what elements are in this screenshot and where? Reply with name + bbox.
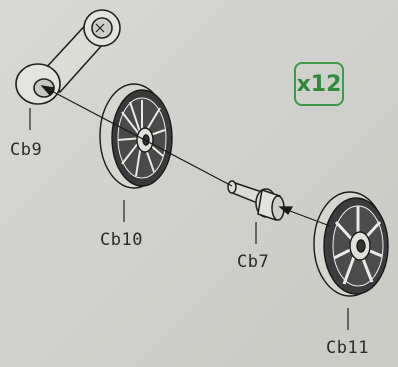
cb7-axle-part (227, 180, 285, 221)
label-leaders (29, 108, 349, 330)
label-cb11: Cb11 (326, 338, 369, 358)
quantity-badge: x12 (294, 62, 344, 106)
label-cb7: Cb7 (237, 252, 270, 272)
cb10-wheel-part (99, 83, 173, 189)
arrow-to-cb7-icon (278, 206, 294, 215)
arrow-to-cb9-icon (40, 85, 55, 97)
label-cb9: Cb9 (10, 140, 43, 160)
assembly-guide-line (40, 85, 331, 227)
label-cb10: Cb10 (100, 230, 143, 250)
cb11-wheel-part (313, 191, 389, 297)
cb9-arm-part (15, 9, 121, 105)
